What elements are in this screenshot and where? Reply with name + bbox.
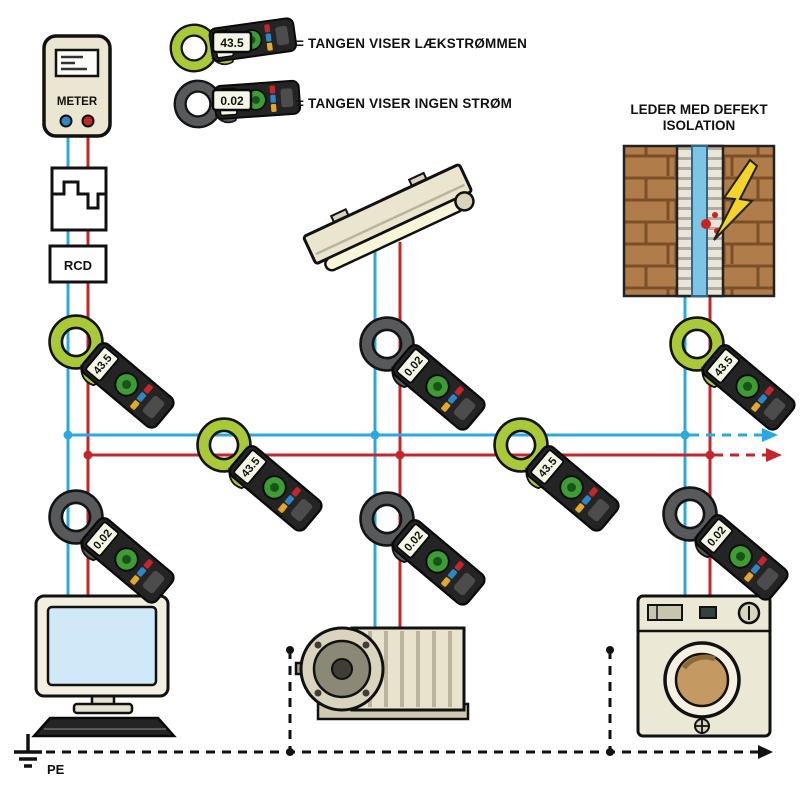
legend: 43.5 = TANGEN VISER LÆKSTRØMMEN 0.02 = T… bbox=[174, 16, 527, 126]
clamp-meter-center-top: 0.02 bbox=[356, 315, 488, 436]
clamp-meter-right-top: 43.5 bbox=[666, 315, 798, 436]
pe-junction-dot bbox=[286, 748, 294, 756]
washing-machine bbox=[636, 594, 772, 738]
meter-red-terminal bbox=[81, 114, 95, 128]
meter-label: METER bbox=[57, 96, 98, 108]
electricity-meter: METER bbox=[42, 34, 112, 138]
legend-label-leak: = TANGEN VISER LÆKSTRØMMEN bbox=[296, 36, 527, 51]
pe-junction-dot bbox=[286, 646, 294, 654]
meter-blue-terminal bbox=[59, 114, 73, 128]
pe-junction-dot bbox=[606, 646, 614, 654]
monitor-screen bbox=[46, 605, 158, 687]
connector-interlock bbox=[52, 180, 106, 210]
detergent-drawer bbox=[647, 604, 683, 621]
legend-display-none bbox=[211, 88, 253, 112]
lightning-icon bbox=[713, 158, 759, 241]
computer-monitor bbox=[31, 594, 177, 738]
keyboard bbox=[31, 716, 177, 738]
junction-dot bbox=[680, 430, 690, 440]
arrow-pe-icon bbox=[758, 745, 773, 759]
fluorescent-light bbox=[302, 163, 475, 272]
electric-motor bbox=[294, 626, 470, 721]
arrow-right-red-icon bbox=[766, 448, 782, 462]
legend-label-none: = TANGEN VISER INGEN STRØM bbox=[296, 96, 512, 111]
damage-spot bbox=[701, 219, 711, 229]
rcd-label: RCD bbox=[64, 258, 92, 273]
junction-dot bbox=[63, 430, 73, 440]
junction-dot bbox=[395, 450, 405, 460]
arrow-right-blue-icon bbox=[762, 428, 778, 442]
legend-clamp-reading: 0.02 bbox=[220, 94, 244, 108]
junction-dot bbox=[83, 450, 93, 460]
clamp-meter-left-top: 43.5 bbox=[45, 313, 177, 434]
junction-dot bbox=[370, 430, 380, 440]
cable-connector bbox=[50, 166, 108, 232]
defect-insulation-illustration bbox=[622, 144, 776, 298]
clamp-meter-left-bottom: 0.02 bbox=[45, 488, 177, 609]
clamp-meter-mid-left: 43.5 bbox=[193, 416, 325, 537]
clamp-meter-mid-right: 43.5 bbox=[490, 416, 622, 537]
pe-earth-wiring: PE bbox=[14, 646, 773, 777]
tube-end-cap bbox=[454, 191, 475, 212]
earth-ground-icon bbox=[14, 734, 42, 768]
defect-title-line2: ISOLATION bbox=[663, 118, 736, 133]
legend-display-leak bbox=[211, 30, 253, 54]
junction-dot bbox=[705, 450, 715, 460]
defect-title-line1: LEDER MED DEFEKT bbox=[630, 102, 768, 117]
clamp-meter-right-bottom: 0.02 bbox=[659, 485, 791, 606]
damage-spot bbox=[712, 212, 718, 218]
pe-label: PE bbox=[47, 762, 65, 777]
legend-clamp-reading: 43.5 bbox=[220, 36, 244, 50]
pe-junction-dot bbox=[606, 748, 614, 756]
washer-display bbox=[699, 606, 717, 619]
clamp-meter-center-bottom: 0.02 bbox=[356, 490, 488, 611]
rcd-box: RCD bbox=[48, 244, 108, 284]
meter-display-digits bbox=[61, 55, 87, 71]
